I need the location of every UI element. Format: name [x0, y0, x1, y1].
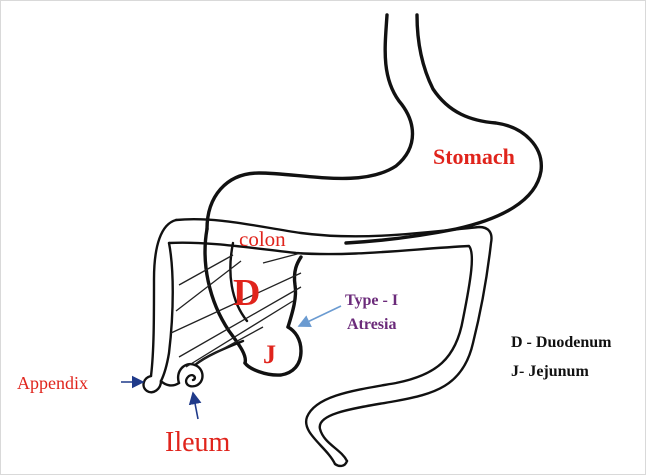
ileum-spiral: [178, 341, 243, 386]
atresia-label-line1: Type - I: [345, 292, 398, 309]
appendix-label: Appendix: [17, 373, 88, 393]
legend-jejunum: J- Jejunum: [511, 363, 589, 380]
atresia-arrow: [299, 306, 341, 326]
colon-label: colon: [239, 227, 286, 251]
jejunum-letter: J: [263, 340, 276, 369]
stomach-label: Stomach: [433, 144, 515, 169]
ileum-label: Ileum: [165, 427, 231, 458]
duodenum-letter: D: [233, 272, 260, 314]
atresia-label-line2: Atresia: [347, 316, 396, 333]
legend-duodenum: D - Duodenum: [511, 334, 612, 351]
stomach-outline: [207, 15, 541, 243]
ileum-arrow: [193, 393, 198, 419]
